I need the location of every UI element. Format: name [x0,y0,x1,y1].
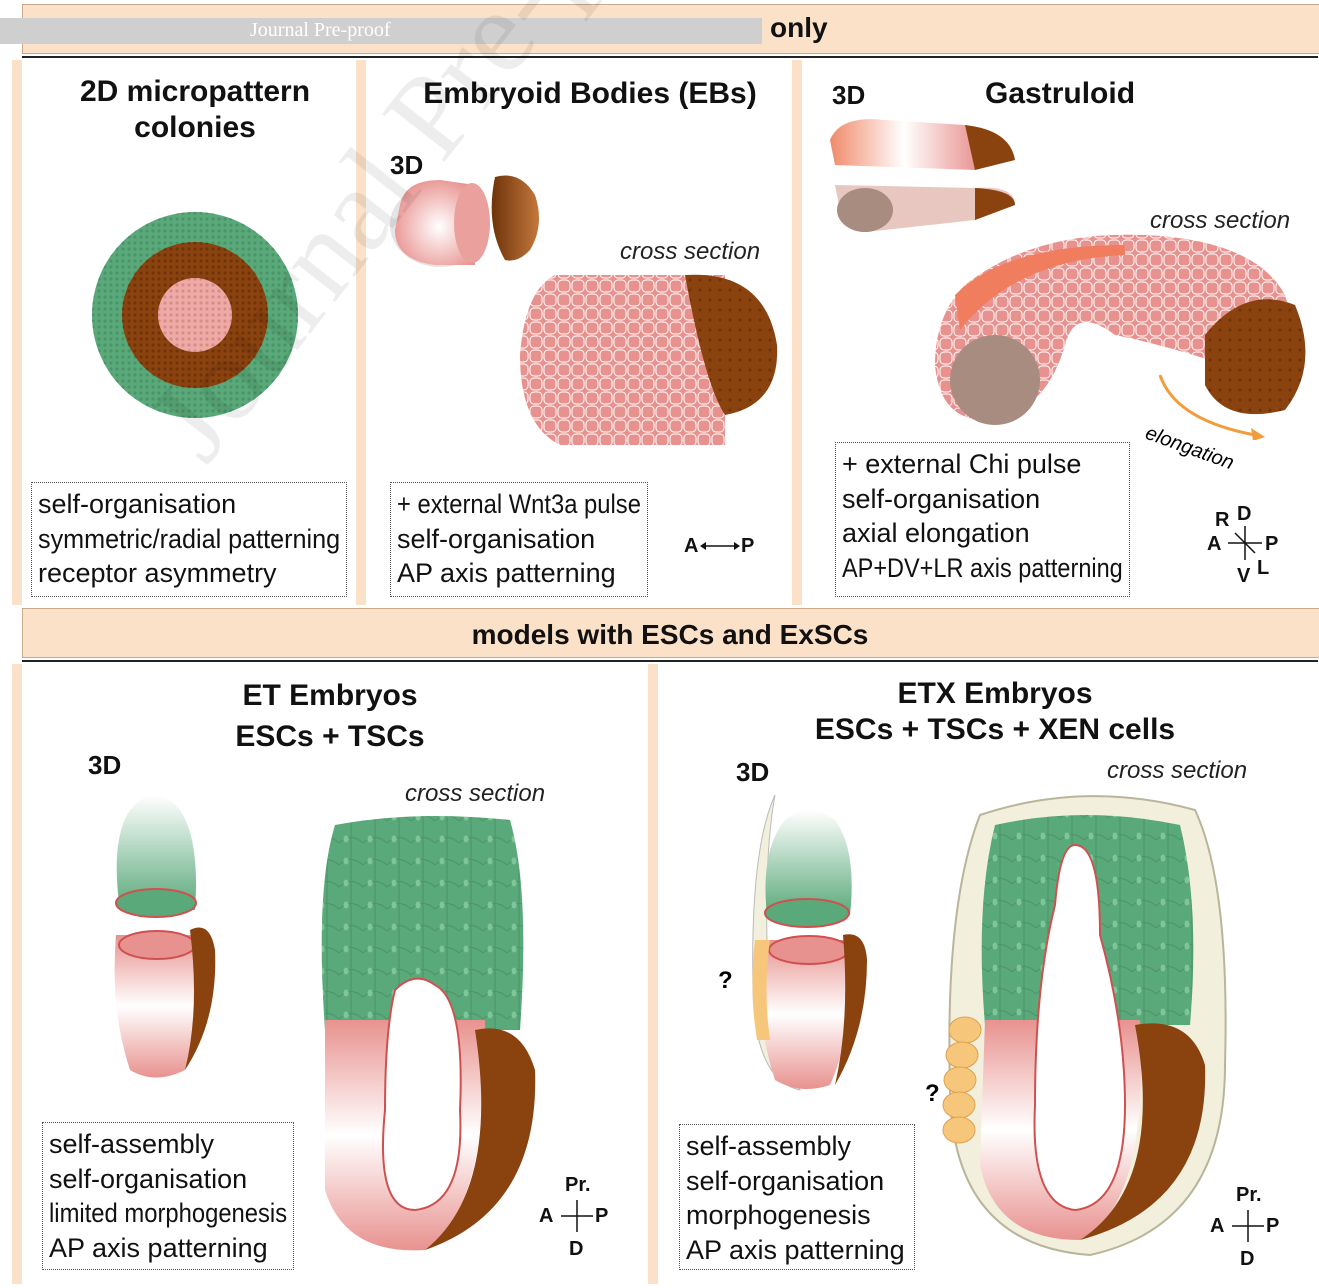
embryoid-title: Embryoid Bodies (EBs) [400,76,780,112]
embryoid-axis-p: P [741,535,754,558]
top-divider [22,56,1318,58]
note-line: self-organisation [397,522,641,557]
axis-p: P [595,1205,608,1228]
middle-divider [22,660,1318,662]
note-line: self-assembly [49,1127,287,1162]
note-line: AP axis patterning [397,556,641,591]
et-cross-section [315,810,545,1260]
embryoid-3d-drawing [380,165,560,275]
et-title: ET Embryos ESCs + TSCs [170,676,490,757]
axis-r: R [1215,509,1229,532]
note-line: + external Chi pulse [842,447,1123,482]
gastruloid-anterior-disc [950,335,1040,425]
separator-3 [648,664,658,1284]
et-3d-drawing [100,780,220,1085]
micropattern-title: 2D micropattern colonies [40,74,350,146]
embryoid-axis-a: A [684,535,698,558]
axis-l: L [1257,557,1269,580]
note-line: AP axis patterning [686,1233,908,1268]
note-line: self-assembly [686,1129,908,1164]
et-cross-section-label: cross section [405,780,545,808]
gastruloid-cross-section [925,225,1315,440]
etx-question-mark-3d: ? [718,967,733,995]
top-band-text: only [770,12,828,44]
journal-banner-text: Journal Pre-proof [250,19,391,42]
gastruloid-title: Gastruloid [985,76,1135,112]
axis-a: A [1210,1215,1224,1238]
etx-notes: self-assembly self-organisation morphoge… [679,1124,915,1270]
etx-title: ETX Embryos ESCs + TSCs + XEN cells [790,676,1200,748]
note-line: + external Wnt3a pulse [397,487,612,522]
separator-left-bottom [12,664,22,1284]
embryoid-axis-arrow [700,538,740,554]
separator-1 [356,60,366,605]
et-3d-label: 3D [88,750,121,781]
note-line: limited morphogenesis [49,1196,259,1231]
note-line: AP+DV+LR axis patterning [842,551,1086,586]
etx-3d-drawing [745,790,870,1095]
gastruloid-notes: + external Chi pulse self-organisation a… [835,442,1130,597]
et-title-line1: ET Embryos [170,676,490,717]
et-axis-compass: Pr. A P D [537,1172,617,1262]
compass-cross [559,1198,595,1234]
embryoid-cross-section-label: cross section [620,238,760,266]
note-line: morphogenesis [686,1198,908,1233]
etx-title-line1: ETX Embryos [790,676,1200,712]
separator-2 [792,60,802,605]
et-notes: self-assembly self-organisation limited … [42,1122,294,1270]
etx-title-line2: ESCs + TSCs + XEN cells [790,712,1200,748]
et-cavity [383,979,461,1210]
gastruloid-top-half [830,119,978,170]
compass-cross [1230,1208,1266,1244]
middle-band-text: models with ESCs and ExSCs [22,618,1318,652]
note-line: self-organisation [842,482,1123,517]
etx-cross-section-label: cross section [1107,757,1247,785]
eb-half-right [492,175,539,260]
note-line: self-organisation [38,487,340,522]
axis-pr: Pr. [1236,1184,1262,1207]
et-title-line2: ESCs + TSCs [170,717,490,758]
etx-cross-section [940,785,1230,1260]
etx-axis-compass: Pr. A P D [1208,1182,1288,1272]
note-line: self-organisation [49,1162,287,1197]
micropattern-colony [90,210,300,420]
axis-d: D [1240,1248,1254,1271]
micropattern-notes: self-organisation symmetric/radial patte… [31,482,347,597]
gastruloid-axis-compass: R D A P V L [1205,505,1285,585]
axis-pr: Pr. [565,1174,591,1197]
note-line: symmetric/radial patterning [38,522,319,557]
etx-question-mark-cs: ? [925,1080,940,1108]
note-line: receptor asymmetry [38,556,340,591]
axis-v: V [1237,565,1250,588]
axis-p: P [1265,533,1278,556]
embryoid-cross-section [515,265,783,455]
axis-d: D [1237,503,1251,526]
micropattern-title-line2: colonies [40,110,350,146]
gastruloid-3d-label: 3D [832,80,865,111]
axis-d: D [569,1238,583,1261]
embryoid-notes: + external Wnt3a pulse self-organisation… [390,482,648,597]
axis-a: A [1207,533,1221,556]
axis-p: P [1266,1215,1279,1238]
note-line: axial elongation [842,516,1123,551]
note-line: AP axis patterning [49,1231,287,1266]
micropattern-title-line1: 2D micropattern [40,74,350,110]
note-line: self-organisation [686,1164,908,1199]
axis-a: A [539,1205,553,1228]
etx-3d-label: 3D [736,757,769,788]
separator-left [12,60,22,605]
